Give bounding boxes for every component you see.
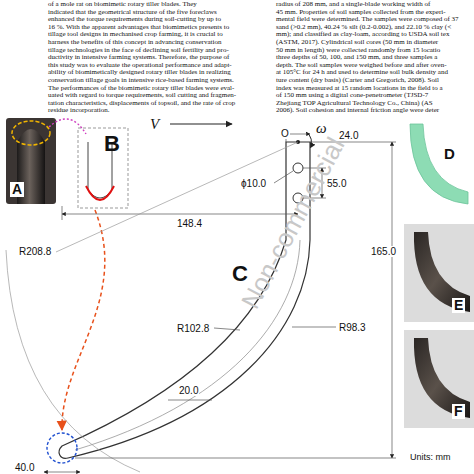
body-text-line: ability of biomimetically designed rotar… bbox=[48, 69, 231, 77]
body-text-line: Zhejiang TOP Agricultural Technology Co.… bbox=[276, 100, 433, 108]
rotation-label: ω bbox=[316, 120, 327, 136]
dimension-label: R98.3 bbox=[338, 322, 367, 333]
dimension-label: 40.0 bbox=[14, 462, 35, 473]
dimension-label: 165.0 bbox=[370, 246, 397, 257]
panel-letter: D bbox=[444, 146, 455, 162]
body-text-line: ture content (dry basis) (Carter and Gre… bbox=[276, 77, 439, 85]
dimension-lines bbox=[6, 132, 396, 472]
body-text-line: enhanced the torque requirements during … bbox=[48, 16, 221, 24]
body-text-line: radius of 208 mm, and a single-blade wor… bbox=[276, 1, 430, 9]
body-text-line: three depths of 50, 100, and 150 mm, and… bbox=[276, 54, 437, 62]
detail-arrow bbox=[62, 210, 105, 430]
body-text-line: (ASTM, 2017). Cylindrical soil cores (50… bbox=[276, 39, 438, 47]
watermark: Non-commercial bbox=[236, 133, 350, 313]
panel-letter: B bbox=[104, 132, 120, 156]
body-text-line: residue incorporation. bbox=[48, 107, 109, 115]
link-curve bbox=[49, 119, 86, 134]
body-text-line: this study was to evaluate the operation… bbox=[48, 62, 232, 70]
detail-b bbox=[78, 128, 128, 208]
dimension-label: ϕ10.0 bbox=[240, 178, 267, 189]
body-text-line: conservation tillage goals in intensive … bbox=[48, 77, 234, 85]
panel-letter: A bbox=[10, 182, 24, 197]
blade-d bbox=[410, 124, 468, 204]
body-text-line: harness the benefits of this concept in … bbox=[48, 39, 221, 47]
body-text-line: uated with regard to torque requirements… bbox=[48, 92, 236, 100]
dimension-label: 24.0 bbox=[338, 130, 359, 141]
body-text-line: 2006). Soil cohesion and internal fricti… bbox=[276, 107, 439, 115]
body-text-line: depth. The soil samples were weighed bef… bbox=[276, 62, 447, 70]
panel-letter: C bbox=[232, 262, 248, 286]
dimension-label: R102.8 bbox=[176, 323, 210, 334]
velocity-label: V bbox=[150, 116, 159, 132]
body-text-line: 45 mm. Properties of soil samples collec… bbox=[276, 9, 446, 17]
body-text-line: of a mole rat on biomimetic rotary tille… bbox=[48, 1, 197, 9]
body-text-line: ductivity in intensive farming systems. … bbox=[48, 54, 229, 62]
photo-e bbox=[404, 224, 474, 322]
panel-letter: F bbox=[452, 404, 465, 419]
body-text-line: mm); and classified as clay-loam, accord… bbox=[276, 31, 449, 39]
body-text-line: tillage technologies in the face of decl… bbox=[48, 47, 229, 55]
panel-letter: E bbox=[452, 298, 465, 313]
body-text-line: index was measured at 15 random location… bbox=[276, 85, 443, 93]
body-text-line: 16 %. With the apparent advantages that … bbox=[48, 24, 229, 32]
body-text-line: tillage tool designs in mechanised crop … bbox=[48, 31, 223, 39]
dimension-label: 20.0 bbox=[178, 385, 199, 396]
blade-outline bbox=[47, 140, 310, 463]
velocity-arrow bbox=[170, 123, 232, 124]
photo-a bbox=[6, 118, 56, 204]
body-text-line: 50 mm in length) were collected randomly… bbox=[276, 47, 440, 55]
body-text-line: The performances of the biomimetic rotar… bbox=[48, 85, 234, 93]
dimension-label: 55.0 bbox=[326, 178, 347, 189]
body-text-line: tation characteristics, displacements of… bbox=[48, 100, 235, 108]
dimension-label: 148.4 bbox=[176, 218, 203, 229]
dimension-label: R208.8 bbox=[18, 246, 52, 257]
body-text-line: indicated that the geometrical structure… bbox=[48, 9, 217, 17]
units-note: Units: mm bbox=[410, 452, 451, 462]
body-text-line: sand (>0.2 mm), 40.24 % silt (0.2-0.002)… bbox=[276, 24, 451, 32]
photo-f bbox=[404, 330, 474, 428]
body-text-line: mental field were determined. The sample… bbox=[276, 16, 459, 24]
body-text-line: at 105°C for 24 h and used to determine … bbox=[276, 69, 448, 77]
body-text-line: of 150 mm using a digital cone-penetrome… bbox=[276, 92, 428, 100]
pivot-label: O bbox=[280, 128, 290, 139]
